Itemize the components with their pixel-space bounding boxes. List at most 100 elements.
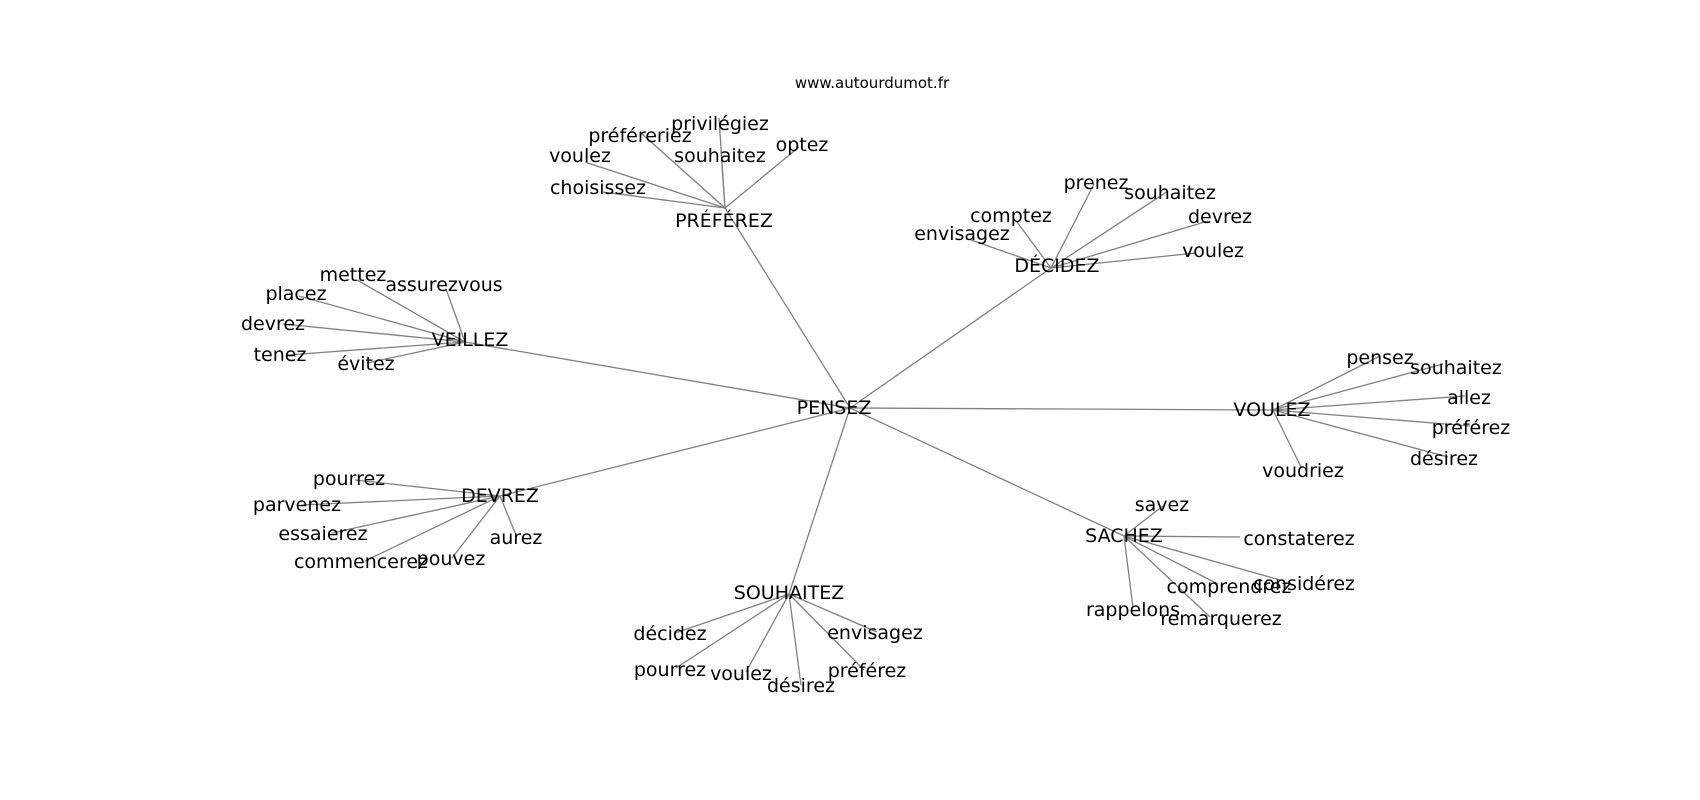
edge-souhaitez-souhaitez-envisagez <box>788 593 878 633</box>
edge-sachez-sachez-remarquerez <box>1123 535 1211 618</box>
node-devrez-aurez: aurez <box>490 527 543 549</box>
edge-devrez-devrez-aurez <box>499 495 517 536</box>
node-voulez-voudriez: voudriez <box>1262 460 1344 482</box>
edge-pensez-preferez <box>724 207 851 409</box>
node-voulez-desirez: désirez <box>1410 448 1478 470</box>
edge-veillez-veillez-evitez <box>366 341 466 364</box>
node-veillez-devrez: devrez <box>241 313 305 335</box>
edge-veillez-veillez-devrez <box>282 323 466 343</box>
edge-pensez-voulez <box>849 407 1274 411</box>
edge-pensez-devrez <box>499 407 851 497</box>
node-decidez-souhaitez: souhaitez <box>1124 182 1216 204</box>
edges-layer <box>282 117 1471 686</box>
node-souhaitez-desirez: désirez <box>767 675 835 697</box>
node-preferez-privilegiez: privilégiez <box>671 113 769 135</box>
edge-devrez-devrez-essaierez <box>331 495 501 534</box>
node-sachez-remarquerez: remarquerez <box>1160 608 1282 630</box>
node-voulez: VOULEZ <box>1233 399 1310 421</box>
edge-voulez-voulez-desirez <box>1272 409 1449 458</box>
edge-decidez-decidez-comptez <box>1016 221 1052 269</box>
node-souhaitez-voulez: voulez <box>710 663 772 685</box>
edge-decidez-decidez-prenez <box>1050 183 1095 269</box>
node-devrez-commencerez: commencerez <box>294 551 428 573</box>
edge-voulez-voulez-souhaitez <box>1272 363 1444 411</box>
edge-preferez-preferez-optez <box>724 146 800 209</box>
edge-decidez-decidez-souhaitez <box>1050 190 1169 269</box>
node-preferez-souhaitez: souhaitez <box>674 145 766 167</box>
labels-layer: PENSEZPRÉFÉREZprivilégiezpréféreriezvoul… <box>241 113 1510 697</box>
edge-souhaitez-souhaitez-desirez <box>788 593 802 686</box>
node-sachez-savez: savez <box>1135 494 1189 516</box>
edge-voulez-voulez-allez <box>1272 395 1466 411</box>
node-devrez-pourrez: pourrez <box>313 468 385 490</box>
node-voulez-pensez: pensez <box>1346 347 1413 369</box>
node-preferez-voulez: voulez <box>549 145 611 167</box>
node-decidez: DÉCIDEZ <box>1014 254 1099 277</box>
edge-pensez-veillez <box>464 341 851 409</box>
edge-devrez-devrez-pourrez <box>354 479 501 497</box>
node-veillez-mettez: mettez <box>320 264 387 286</box>
node-decidez-comptez: comptez <box>970 205 1052 227</box>
edge-preferez-preferez-prefereriez <box>640 132 726 209</box>
edge-sachez-sachez-considerez <box>1123 535 1281 581</box>
node-decidez-prenez: prenez <box>1064 172 1129 194</box>
node-veillez-evitez: évitez <box>337 353 394 375</box>
edge-preferez-preferez-choisissez <box>602 191 726 209</box>
edge-voulez-voulez-preferez <box>1272 409 1471 427</box>
edge-pensez-sachez <box>849 407 1125 537</box>
edge-sachez-sachez-constaterez <box>1123 535 1241 538</box>
node-preferez-choisissez: choisissez <box>550 177 646 199</box>
node-sachez: SACHEZ <box>1085 525 1163 547</box>
node-decidez-envisagez: envisagez <box>914 223 1010 245</box>
node-veillez-assurezvous: assurezvous <box>385 274 502 296</box>
edge-veillez-veillez-assurezvous <box>445 288 466 343</box>
node-veillez-placez: placez <box>265 283 326 305</box>
node-souhaitez: SOUHAITEZ <box>734 582 844 604</box>
edge-preferez-preferez-voulez <box>584 161 726 209</box>
node-sachez-considerez: considérez <box>1253 573 1355 595</box>
edge-veillez-veillez-tenez <box>286 341 466 356</box>
node-sachez-constaterez: constaterez <box>1243 528 1354 550</box>
edge-voulez-voulez-voudriez <box>1272 409 1302 468</box>
node-souhaitez-preferez: préférez <box>828 660 907 682</box>
edge-souhaitez-souhaitez-decidez <box>674 593 790 634</box>
node-sachez-comprendrez: comprendrez <box>1167 576 1292 598</box>
node-decidez-voulez: voulez <box>1182 240 1244 262</box>
node-devrez: DEVREZ <box>461 485 539 507</box>
node-veillez: VEILLEZ <box>432 329 509 351</box>
node-veillez-tenez: tenez <box>254 344 307 366</box>
edge-devrez-devrez-commencerez <box>364 495 501 562</box>
node-pensez: PENSEZ <box>797 397 872 419</box>
edge-pensez-decidez <box>849 267 1052 409</box>
node-voulez-allez: allez <box>1447 387 1491 409</box>
node-preferez-prefereriez: préféreriez <box>588 125 691 147</box>
edge-veillez-veillez-placez <box>298 295 466 343</box>
edge-souhaitez-souhaitez-voulez <box>745 593 790 673</box>
node-devrez-essaierez: essaierez <box>278 523 367 545</box>
node-devrez-parvenez: parvenez <box>253 494 341 516</box>
edge-decidez-decidez-devrez <box>1050 220 1209 269</box>
node-souhaitez-envisagez: envisagez <box>827 622 923 644</box>
edge-souhaitez-souhaitez-pourrez <box>675 593 790 669</box>
edge-veillez-veillez-mettez <box>356 279 466 343</box>
edge-voulez-voulez-pensez <box>1272 355 1381 411</box>
source-caption[interactable]: www.autourdumot.fr <box>795 74 950 92</box>
edge-pensez-souhaitez <box>788 407 851 595</box>
edge-sachez-sachez-savez <box>1123 505 1164 537</box>
edge-sachez-sachez-comprendrez <box>1123 535 1219 585</box>
edge-souhaitez-souhaitez-preferez <box>788 593 865 671</box>
edge-devrez-devrez-pouvez <box>451 495 501 559</box>
node-preferez-optez: optez <box>776 134 829 156</box>
node-voulez-souhaitez: souhaitez <box>1410 357 1502 379</box>
edge-decidez-decidez-voulez <box>1050 252 1197 269</box>
node-decidez-devrez: devrez <box>1188 206 1252 228</box>
node-preferez: PRÉFÉREZ <box>675 209 773 232</box>
node-souhaitez-pourrez: pourrez <box>634 659 706 681</box>
node-sachez-rappelons: rappelons <box>1086 599 1180 621</box>
node-devrez-pouvez: pouvez <box>417 548 486 570</box>
edge-sachez-sachez-rappelons <box>1123 535 1134 609</box>
edge-decidez-decidez-envisagez <box>970 239 1052 269</box>
node-voulez-preferez: préférez <box>1432 417 1511 439</box>
node-souhaitez-decidez: décidez <box>633 623 706 645</box>
